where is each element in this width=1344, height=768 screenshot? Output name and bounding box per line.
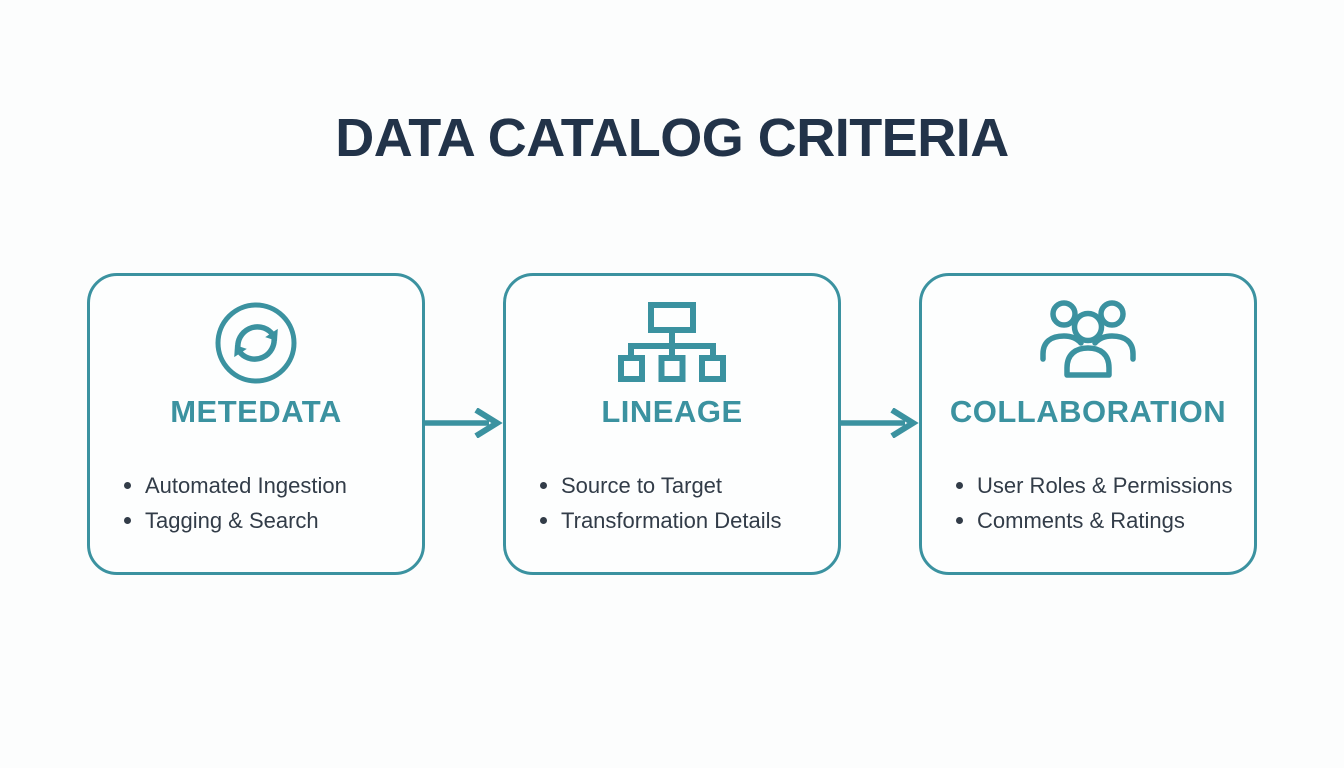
bullet-item: Comments & Ratings [956,503,1246,538]
bullet-item: Source to Target [540,468,830,503]
card-bullets-metadata: Automated Ingestion Tagging & Search [90,468,422,538]
bullet-item: Tagging & Search [124,503,414,538]
cards-row: METEDATA Automated Ingestion Tagging & S… [0,273,1344,575]
people-icon [1038,298,1138,388]
bullet-item: User Roles & Permissions [956,468,1246,503]
card-lineage: LINEAGE Source to Target Transformation … [503,273,841,575]
card-bullets-collaboration: User Roles & Permissions Comments & Rati… [922,468,1254,538]
sync-icon [211,298,301,388]
arrow-right-icon [425,273,503,575]
card-collaboration: COLLABORATION User Roles & Permissions C… [919,273,1257,575]
card-title-lineage: LINEAGE [601,394,743,429]
bullet-item: Automated Ingestion [124,468,414,503]
card-metadata: METEDATA Automated Ingestion Tagging & S… [87,273,425,575]
bullet-item: Transformation Details [540,503,830,538]
card-title-collaboration: COLLABORATION [949,394,1227,429]
arrow-right-icon [841,273,919,575]
page-title: DATA CATALOG CRITERIA [335,108,1009,168]
card-bullets-lineage: Source to Target Transformation Details [506,468,838,538]
card-title-metadata: METEDATA [170,394,342,429]
hierarchy-icon [617,298,727,388]
